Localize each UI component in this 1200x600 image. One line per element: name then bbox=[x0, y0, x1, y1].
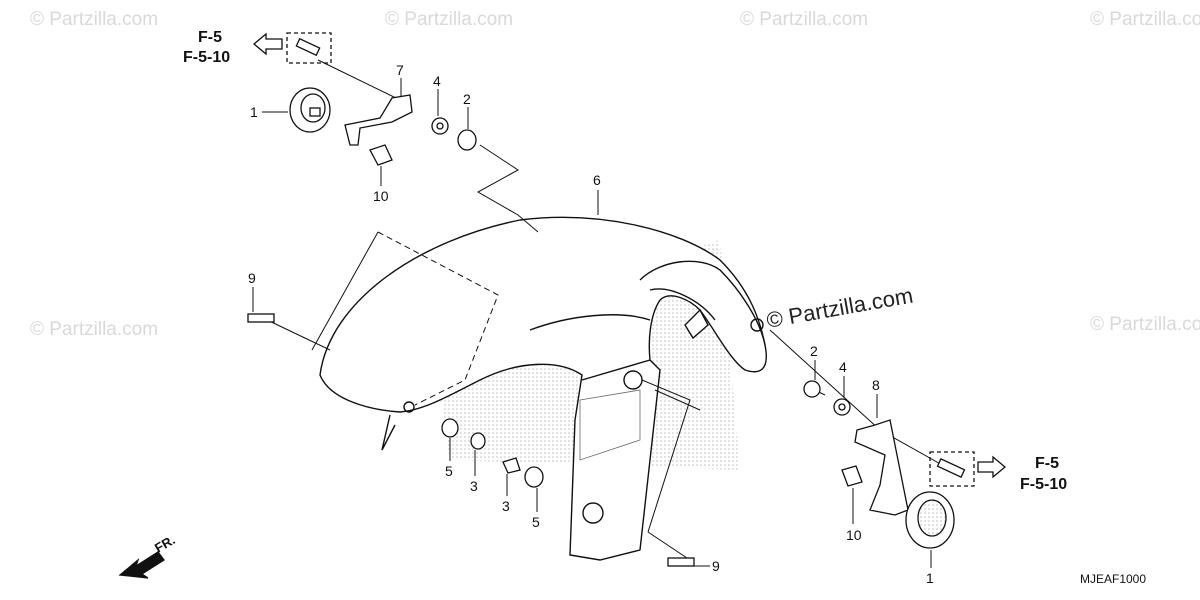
callouts: 1 7 4 2 10 6 9 5 3 3 5 9 2 4 8 10 1 bbox=[248, 62, 934, 586]
nut-icon bbox=[369, 144, 393, 166]
grommet-icon bbox=[905, 491, 955, 549]
grommet-icon bbox=[289, 87, 331, 133]
callout-10: 10 bbox=[373, 188, 389, 204]
nut-icon bbox=[841, 465, 863, 487]
ref-label: F-5 bbox=[198, 29, 222, 46]
ref-label: F-5-10 bbox=[1020, 476, 1067, 493]
bracket-icon bbox=[854, 419, 909, 516]
nut-icon bbox=[457, 129, 477, 151]
callout-3: 3 bbox=[470, 478, 478, 494]
watermark-faint: © Partzilla.com bbox=[1090, 9, 1200, 30]
bracket-icon bbox=[344, 94, 413, 146]
callout-4: 4 bbox=[839, 359, 847, 375]
watermark-faint: © Partzilla.com bbox=[385, 9, 513, 30]
callout-6: 6 bbox=[593, 172, 601, 188]
callout-1: 1 bbox=[926, 570, 934, 586]
callout-9: 9 bbox=[712, 558, 720, 574]
mount-hole-icon bbox=[403, 401, 415, 413]
mount-hole-icon bbox=[582, 502, 604, 524]
callout-2: 2 bbox=[810, 343, 818, 359]
ref-label: F-5 bbox=[1035, 455, 1059, 472]
mount-hole-icon bbox=[750, 318, 764, 332]
callout-7: 7 bbox=[396, 62, 404, 78]
nut-icon bbox=[441, 418, 459, 438]
washer-icon bbox=[470, 432, 486, 450]
callout-4: 4 bbox=[433, 73, 441, 89]
callout-1: 1 bbox=[250, 104, 258, 120]
reference-arrows bbox=[118, 32, 1007, 579]
drawing-code: MJEAF1000 bbox=[1080, 572, 1146, 586]
collar-icon bbox=[502, 457, 521, 474]
watermark-faint: © Partzilla.com bbox=[1090, 314, 1200, 335]
front-fender bbox=[319, 216, 767, 561]
watermark-faint: © Partzilla.com bbox=[740, 9, 868, 30]
washer-icon bbox=[803, 380, 821, 398]
screw-icon bbox=[247, 313, 275, 323]
ref-label: F-5-10 bbox=[183, 49, 230, 66]
callout-3: 3 bbox=[502, 498, 510, 514]
screw-icon bbox=[667, 557, 695, 567]
nut-icon bbox=[524, 466, 544, 488]
callout-10: 10 bbox=[846, 527, 862, 543]
watermark-faint: © Partzilla.com bbox=[30, 319, 158, 340]
bolt-icon bbox=[295, 37, 321, 57]
callout-5: 5 bbox=[532, 514, 540, 530]
front-arrow-icon bbox=[118, 551, 165, 579]
hardware bbox=[247, 32, 975, 567]
callout-8: 8 bbox=[872, 377, 880, 393]
watermark-main: © Partzilla.com bbox=[765, 283, 915, 333]
callout-9: 9 bbox=[248, 270, 256, 286]
callout-2: 2 bbox=[463, 91, 471, 107]
arrow-right-icon bbox=[977, 455, 1007, 479]
arrow-left-icon bbox=[252, 32, 283, 56]
watermark-faint: © Partzilla.com bbox=[30, 9, 158, 30]
front-indicator-label: FR. bbox=[152, 532, 178, 555]
callout-5: 5 bbox=[445, 463, 453, 479]
bolt-icon bbox=[936, 458, 966, 478]
